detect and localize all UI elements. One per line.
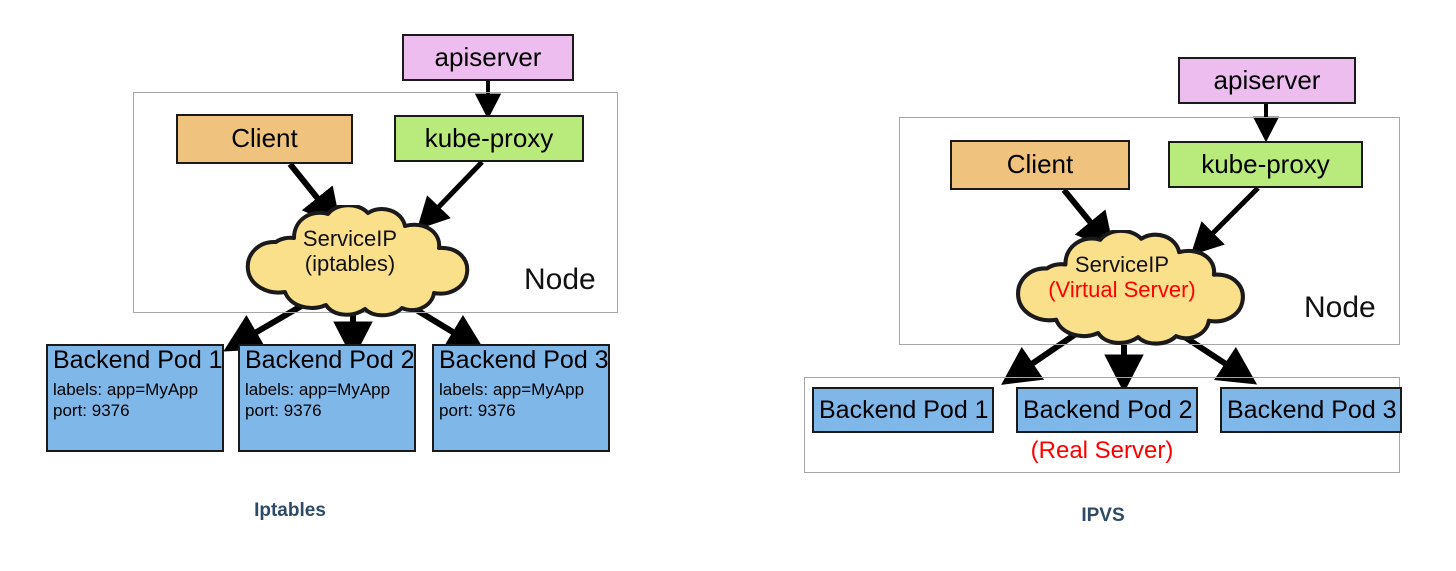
- client-label: Client: [1006, 149, 1074, 180]
- backend-pod-3-labels: labels: app=MyApp: [439, 380, 585, 399]
- kube-proxy-box[interactable]: kube-proxy: [394, 115, 584, 162]
- serviceip-cloud-text: ServiceIP (Virtual Server): [1004, 252, 1240, 302]
- backend-pod-3-port: port: 9376: [439, 400, 516, 420]
- iptables-caption: Iptables: [254, 500, 326, 521]
- arrow-client-to-serviceip: [1061, 188, 1115, 252]
- backend-pod-3-title: Backend Pod 3: [1227, 396, 1397, 424]
- node-label: Node: [524, 263, 596, 296]
- backend-pod-1-port: port: 9376: [53, 400, 130, 420]
- ipvs-diagram: Node apiserver Client kube-proxy Service…: [728, 0, 1456, 571]
- kube-proxy-label: kube-proxy: [424, 122, 554, 153]
- client-label: Client: [231, 123, 298, 154]
- backend-pod-1-labels: labels: app=MyApp: [53, 380, 199, 399]
- kube-proxy-box[interactable]: kube-proxy: [1168, 141, 1363, 188]
- backend-pod-2[interactable]: Backend Pod 2 labels: app=MyApp port: 93…: [238, 344, 416, 452]
- serviceip-line2: (Virtual Server): [1048, 276, 1196, 302]
- apiserver-box[interactable]: apiserver: [402, 34, 574, 81]
- backend-pod-1-title: Backend Pod 1: [819, 396, 989, 424]
- backend-pod-2-title: Backend Pod 2: [1023, 396, 1193, 424]
- client-box[interactable]: Client: [950, 140, 1130, 190]
- backend-pod-2[interactable]: Backend Pod 2: [1016, 387, 1198, 433]
- backend-pod-2-port: port: 9376: [245, 400, 322, 420]
- arrow-kubeproxy-to-serviceip: [1190, 186, 1260, 256]
- backend-pod-3-title: Backend Pod 3: [439, 346, 609, 374]
- apiserver-label: apiserver: [1213, 64, 1321, 95]
- backend-pod-2-labels: labels: app=MyApp: [245, 380, 391, 399]
- backend-pod-1-title: Backend Pod 1: [53, 346, 223, 374]
- kube-proxy-label: kube-proxy: [1201, 148, 1330, 179]
- serviceip-cloud-text: ServiceIP (iptables): [236, 226, 464, 276]
- backend-pod-3[interactable]: Backend Pod 3 labels: app=MyApp port: 93…: [432, 344, 610, 452]
- serviceip-cloud[interactable]: [236, 205, 482, 319]
- backend-pod-1[interactable]: Backend Pod 1 labels: app=MyApp port: 93…: [46, 344, 224, 452]
- serviceip-line1: ServiceIP: [1074, 252, 1170, 277]
- client-box[interactable]: Client: [176, 114, 353, 164]
- serviceip-line1: ServiceIP: [302, 226, 398, 251]
- backend-pod-2-title: Backend Pod 2: [245, 346, 415, 374]
- real-server-label: (Real Server): [1030, 437, 1174, 464]
- node-label: Node: [1304, 291, 1376, 324]
- backend-pod-1[interactable]: Backend Pod 1: [812, 387, 994, 433]
- backend-pod-3[interactable]: Backend Pod 3: [1220, 387, 1402, 433]
- iptables-diagram: Node apiserver Client kube-proxy Service…: [46, 34, 618, 521]
- serviceip-line2: (iptables): [304, 250, 396, 276]
- ipvs-caption: IPVS: [1081, 505, 1125, 526]
- arrow-client-to-serviceip: [287, 162, 342, 228]
- arrow-kubeproxy-to-serviceip: [416, 160, 484, 230]
- apiserver-label: apiserver: [434, 41, 542, 72]
- serviceip-cloud[interactable]: [1006, 230, 1258, 348]
- apiserver-box[interactable]: apiserver: [1178, 57, 1356, 104]
